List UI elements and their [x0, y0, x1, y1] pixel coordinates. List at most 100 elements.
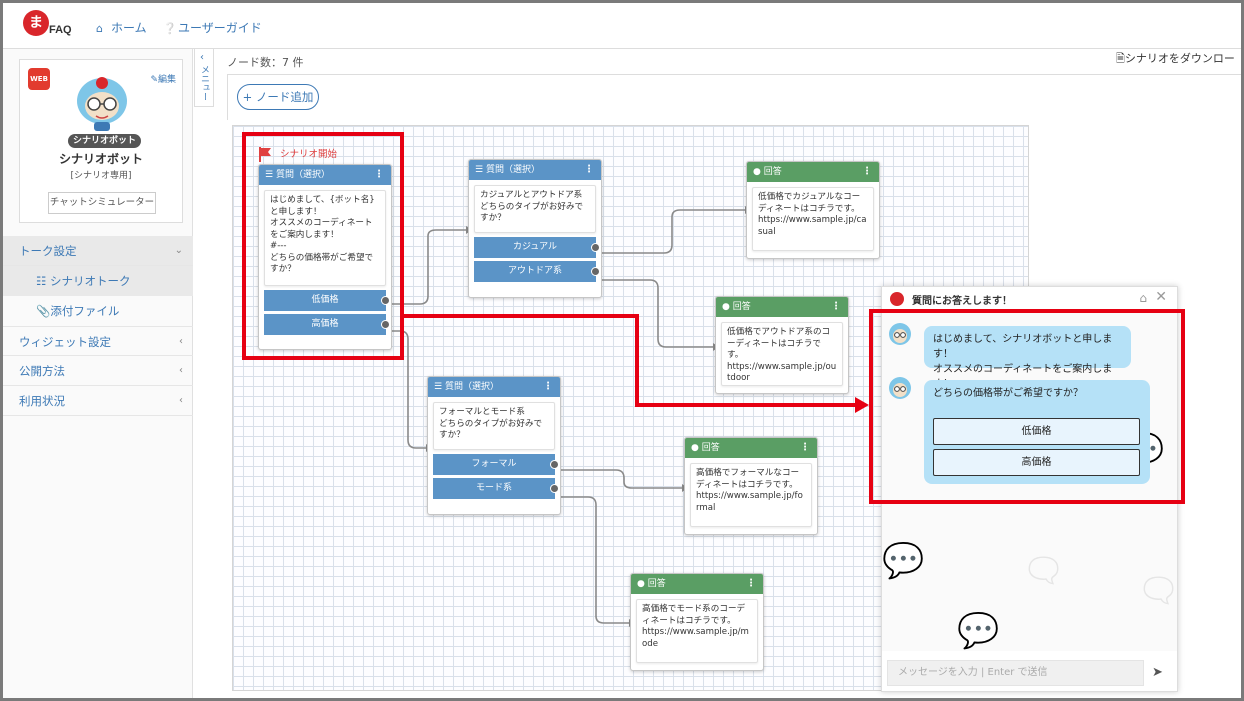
output-port[interactable]	[591, 267, 600, 276]
answer-node-2[interactable]: ● 回答⋮ 低価格でアウトドア系のコーディネートはコチラです。 https://…	[715, 296, 849, 394]
option-label: フォーマル	[471, 459, 517, 469]
chat-bubble-decoration-icon: 💬	[882, 541, 925, 581]
node-title: 回答	[701, 443, 720, 453]
comment-icon: ●	[637, 579, 648, 589]
question-node-1[interactable]: ☰ 質問（選択）⋮ はじめまして、{ボット名}と申します！ オススメのコーディネ…	[258, 164, 392, 350]
chevron-left-icon: ‹	[179, 395, 183, 406]
menu-scenario-talk[interactable]: ☷ シナリオトーク	[3, 266, 193, 296]
send-icon[interactable]: ➤	[1152, 665, 1163, 680]
bot-avatar	[77, 77, 127, 131]
output-port[interactable]	[591, 243, 600, 252]
plus-icon: +	[242, 90, 256, 104]
question-node-3[interactable]: ☰ 質問（選択）⋮ フォーマルとモード系 どちらのタイプがお好みですか？ フォー…	[427, 376, 561, 515]
node-title: 回答	[732, 302, 751, 312]
download-scenario-link[interactable]: 🗎シナリオをダウンロー	[1116, 50, 1235, 69]
node-menu-icon[interactable]: ⋮	[862, 166, 872, 177]
comment-icon: ●	[691, 443, 702, 453]
answer-node-1[interactable]: ● 回答⋮ 低価格でカジュアルなコーディネートはコチラです。 https://w…	[746, 161, 880, 259]
node-header: ☰ 質問（選択） ⋮	[259, 165, 391, 185]
comment-icon: ●	[722, 302, 733, 312]
edit-link[interactable]: ✎編集	[150, 72, 176, 85]
menu-publish-label: 公開方法	[19, 364, 65, 378]
comment-icon: ●	[753, 167, 764, 177]
bot-avatar-icon	[889, 323, 911, 345]
top-navbar: ま FAQ ⌂ホーム ❔ユーザーガイド	[3, 3, 1241, 49]
chat-bubble-decoration-icon: 🗨	[1137, 571, 1178, 611]
option-outdoor[interactable]: アウトドア系	[474, 261, 600, 282]
file-download-icon: 🗎	[1116, 52, 1125, 65]
chevron-left-icon: ‹	[200, 52, 204, 63]
node-title: 回答	[647, 579, 666, 589]
logo-mark: ま	[23, 10, 49, 36]
bot-name: シナリオボット	[58, 152, 143, 166]
menu-toggle-label: メニュー	[199, 65, 209, 101]
bot-profile-card: WEB ✎編集 シナリオボット シナリオボット [シナリオ専用] チャットシミュ…	[19, 59, 183, 223]
chat-title: 質問にお答えします！	[912, 296, 1012, 307]
option-low-price[interactable]: 低価格	[264, 290, 390, 311]
menu-talk-settings[interactable]: トーク設定 ⌄	[3, 236, 193, 266]
web-badge: WEB	[28, 68, 50, 90]
chat-simulator-button[interactable]: チャットシミュレーター	[48, 192, 156, 214]
option-high-price[interactable]: 高価格	[264, 314, 390, 335]
close-icon[interactable]: ✕	[1155, 289, 1167, 305]
highlight-box-chat-preview	[869, 309, 1185, 504]
chat-choice-low-price[interactable]: 低価格	[933, 418, 1140, 445]
output-port[interactable]	[550, 484, 559, 493]
add-node-button[interactable]: + ノード追加	[237, 84, 319, 110]
nav-home-link[interactable]: ⌂ホーム	[96, 19, 147, 36]
node-title: 質問（選択）	[275, 170, 330, 180]
menu-talk-settings-label: トーク設定	[19, 244, 77, 258]
chat-bubble-decoration-icon: 🗨	[1022, 551, 1066, 591]
menu-publish[interactable]: 公開方法 ‹	[3, 356, 193, 386]
node-menu-icon[interactable]: ⋮	[831, 301, 841, 312]
nav-home-label: ホーム	[111, 21, 147, 35]
node-count: ノード数：7 件	[227, 56, 304, 69]
paperclip-icon: 📎	[36, 304, 51, 318]
menu-usage[interactable]: 利用状況 ‹	[3, 386, 193, 416]
question-node-2[interactable]: ☰ 質問（選択）⋮ カジュアルとアウトドア系 どちらのタイプがお好みですか？ カ…	[468, 159, 602, 298]
node-header: ☰ 質問（選択）⋮	[428, 377, 560, 397]
home-icon[interactable]: ⌂	[1139, 291, 1147, 305]
option-label: 高価格	[311, 319, 339, 329]
logo-text: FAQ	[49, 24, 72, 36]
chat-choice-high-price[interactable]: 高価格	[933, 449, 1140, 476]
chat-header: 質問にお答えします！ ⌂ ✕	[882, 287, 1177, 311]
option-casual[interactable]: カジュアル	[474, 237, 600, 258]
node-menu-icon[interactable]: ⋮	[584, 164, 594, 175]
node-text: 高価格でフォーマルなコーディネートはコチラです。 https://www.sam…	[690, 463, 812, 527]
node-text: フォーマルとモード系 どちらのタイプがお好みですか？	[433, 402, 555, 450]
flag-icon	[259, 147, 271, 162]
node-title: 回答	[763, 167, 782, 177]
output-port[interactable]	[381, 296, 390, 305]
node-header: ● 回答 ⋮	[631, 574, 763, 594]
bot-avatar-icon	[889, 377, 911, 399]
node-menu-icon[interactable]: ⋮	[543, 381, 553, 392]
option-mode[interactable]: モード系	[433, 478, 559, 499]
menu-attachments-label: 添付ファイル	[50, 304, 120, 318]
bot-message-1: はじめまして、シナリオボットと申します！ オススメのコーディネートをご案内します…	[924, 326, 1131, 390]
node-menu-icon[interactable]: ⋮	[746, 578, 756, 589]
add-node-label: ノード追加	[255, 90, 314, 104]
nav-guide-link[interactable]: ❔ユーザーガイド	[163, 19, 262, 36]
option-formal[interactable]: フォーマル	[433, 454, 559, 475]
nav-guide-label: ユーザーガイド	[178, 21, 262, 35]
menu-toggle[interactable]: ‹ メニュー	[194, 49, 214, 107]
menu-attachments[interactable]: 📎添付ファイル	[3, 296, 193, 326]
answer-node-3[interactable]: ● 回答 ⋮ 高価格でフォーマルなコーディネートはコチラです。 https://w…	[684, 437, 818, 535]
option-label: モード系	[475, 483, 512, 493]
output-port[interactable]	[381, 320, 390, 329]
node-menu-icon[interactable]: ⋮	[800, 442, 810, 453]
answer-node-4[interactable]: ● 回答⋮ 高価格でモード系のコーディネートはコチラです。 https://ww…	[630, 573, 764, 671]
menu-scenario-talk-label: シナリオトーク	[49, 274, 131, 288]
chat-bubble-decoration-icon: 💬	[957, 611, 1000, 651]
list-icon: ☰	[265, 170, 276, 180]
node-header: ● 回答 ⋮	[685, 438, 817, 458]
node-header: ● 回答 ⋮	[716, 297, 848, 317]
node-menu-icon[interactable]: ⋮	[374, 169, 384, 180]
output-port[interactable]	[550, 460, 559, 469]
menu-widget-settings[interactable]: ウィジェット設定 ‹	[3, 326, 193, 356]
sitemap-icon: ☷	[36, 274, 50, 288]
message-input[interactable]: メッセージを入力 | Enter で送信	[887, 660, 1144, 686]
app-logo[interactable]: ま FAQ	[23, 10, 75, 44]
menu-widget-settings-label: ウィジェット設定	[19, 335, 111, 349]
